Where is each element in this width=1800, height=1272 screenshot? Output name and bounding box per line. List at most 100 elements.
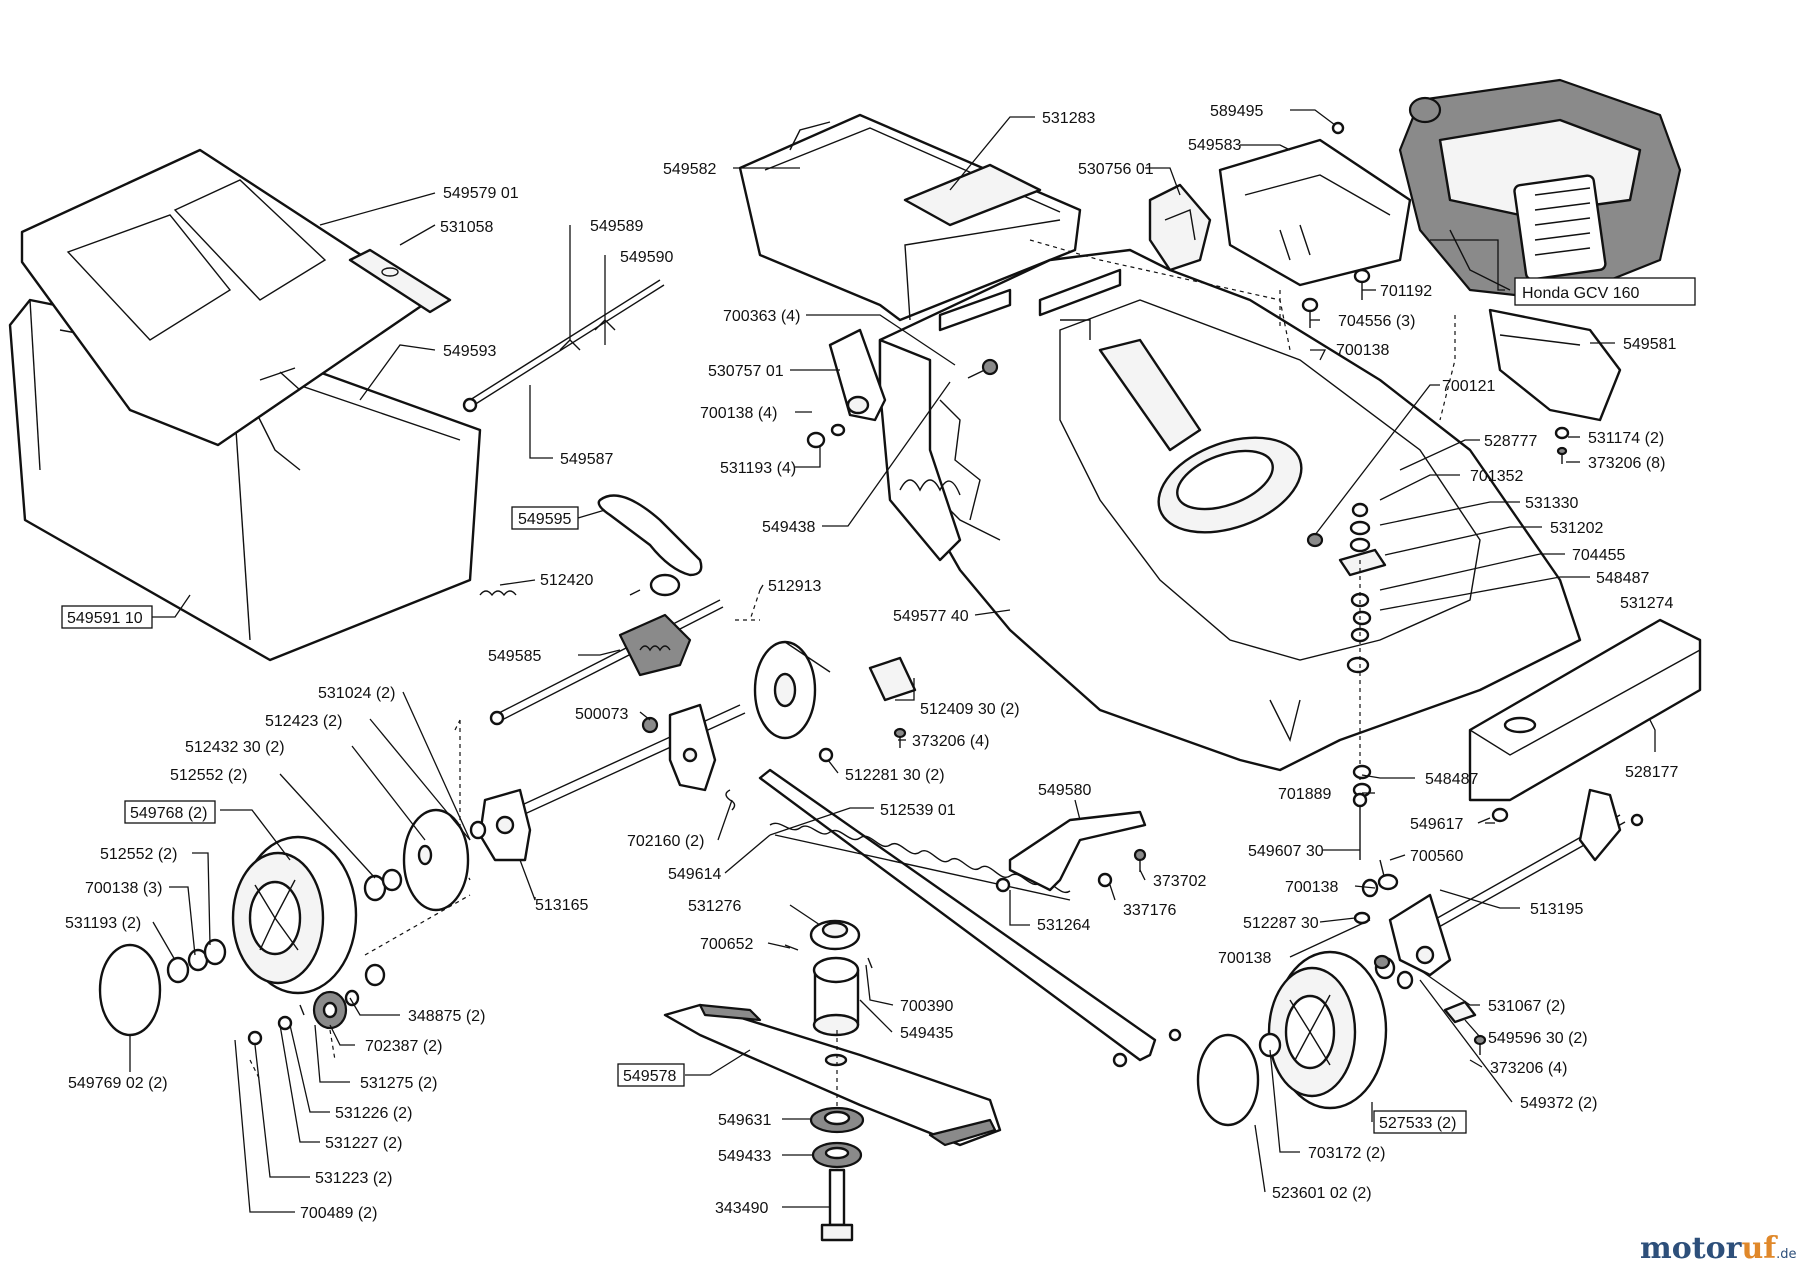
label-527533-2: 527533 (2) (1379, 1115, 1456, 1132)
height-lever-549607 (1352, 792, 1399, 925)
label-549577-40: 549577 40 (893, 608, 969, 625)
label-549578-box (617, 1063, 685, 1087)
screw-373206-4a (893, 727, 907, 748)
label-549617: 549617 (1410, 816, 1463, 833)
gearbox-549585 (489, 573, 724, 726)
label-528177: 528177 (1625, 764, 1678, 781)
hubcap-523601 (1196, 1033, 1260, 1127)
label-531202: 531202 (1550, 520, 1603, 537)
wheel-right-527533 (1267, 950, 1388, 1110)
label-700138-4: 700138 (4) (700, 405, 777, 422)
label-700138-c: 700138 (1218, 950, 1271, 967)
watermark-brand-a: motor (1640, 1231, 1743, 1266)
label-531058: 531058 (440, 219, 493, 236)
clips-left (247, 1004, 305, 1046)
engine-cover-549583 (1218, 138, 1412, 287)
label-530756-01: 530756 01 (1078, 161, 1154, 178)
part-number-labels: 549579 01 531058 549593 549591 10 549589… (61, 103, 1696, 1222)
engine-label-box (1514, 277, 1696, 306)
label-700489-2: 700489 (2) (300, 1205, 377, 1222)
label-700363-4: 700363 (4) (723, 308, 800, 325)
label-548487-a: 548487 (1596, 570, 1649, 587)
svg-text:motoruf.de: motoruf.de (1640, 1231, 1797, 1266)
wheel-washers-left (166, 820, 487, 987)
label-337176: 337176 (1123, 902, 1176, 919)
label-701352: 701352 (1470, 468, 1523, 485)
label-531276: 531276 (688, 898, 741, 915)
leader-lines (129, 109, 1656, 1213)
height-adjuster-stack (1338, 502, 1387, 798)
hubcap-549769 (98, 943, 162, 1037)
screw-549617 (1477, 807, 1509, 824)
axle-513195 (1388, 788, 1644, 977)
label-549438: 549438 (762, 519, 815, 536)
label-523601-02-2: 523601 02 (2) (1272, 1185, 1372, 1202)
label-531274: 531274 (1620, 595, 1673, 612)
label-373206-4b: 373206 (4) (1490, 1060, 1567, 1077)
nut-531193-4 (806, 423, 846, 449)
blade-washers (809, 1106, 865, 1169)
label-700560: 700560 (1410, 848, 1463, 865)
drive-disc-512432 (402, 808, 470, 912)
label-512552-2a: 512552 (2) (170, 767, 247, 784)
catcher-lid-549579 (20, 148, 432, 447)
engine-honda-gcv160 (1398, 78, 1682, 302)
label-701889: 701889 (1278, 786, 1331, 803)
label-700138-b: 700138 (1285, 879, 1338, 896)
label-513195: 513195 (1530, 901, 1583, 918)
bolt-343490 (820, 1168, 854, 1242)
label-531193-4: 531193 (4) (720, 460, 796, 477)
label-549433: 549433 (718, 1148, 771, 1165)
label-512287-30: 512287 30 (1243, 915, 1319, 932)
label-531330: 531330 (1525, 495, 1578, 512)
label-512281-30-2: 512281 30 (2) (845, 767, 945, 784)
label-548487-b: 548487 (1425, 771, 1478, 788)
label-531223-2: 531223 (2) (315, 1170, 392, 1187)
label-549614: 549614 (668, 866, 721, 883)
label-512432-30-2: 512432 30 (2) (185, 739, 285, 756)
spacer-549435 (812, 956, 860, 1037)
label-343490: 343490 (715, 1200, 768, 1217)
belt-549595 (597, 494, 703, 577)
label-531226-2: 531226 (2) (335, 1105, 412, 1122)
label-512539-01: 512539 01 (880, 802, 956, 819)
screws-531174-373206 (1554, 426, 1570, 464)
label-704556-3: 704556 (3) (1338, 313, 1415, 330)
label-530757-01: 530757 01 (708, 363, 784, 380)
label-527533-2-box (1373, 1110, 1467, 1134)
label-549631: 549631 (718, 1112, 771, 1129)
label-700652: 700652 (700, 936, 753, 953)
bar-512539 (758, 768, 1157, 1062)
label-531227-2: 531227 (2) (325, 1135, 402, 1152)
watermark-brand-b: uf (1741, 1231, 1778, 1266)
plate-549581 (1488, 308, 1622, 422)
label-549607-30: 549607 30 (1248, 843, 1324, 860)
label-549435: 549435 (900, 1025, 953, 1042)
label-531024-2: 531024 (2) (318, 685, 395, 702)
spring-512420 (479, 590, 517, 597)
label-700138-a: 700138 (1336, 342, 1389, 359)
label-549593: 549593 (443, 343, 496, 360)
label-700138-3: 700138 (3) (85, 880, 162, 897)
label-549579-01: 549579 01 (443, 185, 519, 202)
screws-701192-704556 (1301, 121, 1371, 328)
label-512420: 512420 (540, 572, 593, 589)
label-549578: 549578 (623, 1068, 676, 1085)
label-549589: 549589 (590, 218, 643, 235)
pulley-512913 (753, 640, 831, 740)
label-549769-02-2: 549769 02 (2) (68, 1075, 168, 1092)
label-549590: 549590 (620, 249, 673, 266)
label-549583: 549583 (1188, 137, 1241, 154)
label-549582: 549582 (663, 161, 716, 178)
blade-adapter-531276 (784, 919, 873, 969)
blade-549578 (663, 1003, 1002, 1147)
axle-513165 (478, 703, 746, 862)
pinion-531275 (312, 989, 360, 1030)
label-702160-2: 702160 (2) (627, 833, 704, 850)
label-373206-8: 373206 (8) (1588, 455, 1665, 472)
bolt-700363 (967, 358, 999, 379)
wheel-left-549768 (231, 835, 358, 995)
guard-549580 (995, 810, 1147, 893)
label-549580: 549580 (1038, 782, 1091, 799)
